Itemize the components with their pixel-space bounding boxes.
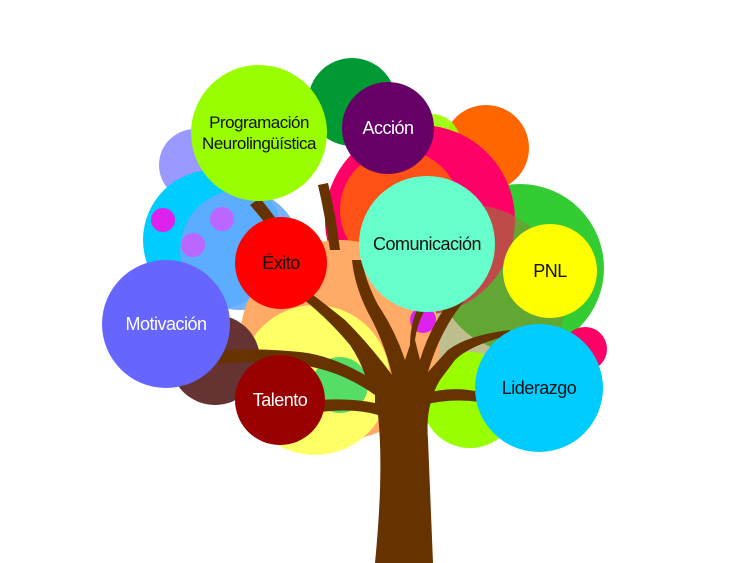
- concept-pnl: PNL: [503, 224, 597, 318]
- label-text: Liderazgo: [501, 377, 577, 398]
- label-text: Talento: [252, 389, 308, 410]
- label-text: Comunicación: [372, 233, 482, 254]
- decorative-circle: [210, 207, 234, 231]
- concept-liderazgo: Liderazgo: [475, 324, 603, 452]
- concept-talento: Talento: [235, 355, 325, 445]
- label-text: PNL: [533, 260, 567, 281]
- decorative-circle: [181, 233, 205, 257]
- label-line: Neurolingüística: [202, 134, 316, 153]
- label-line: Programación: [209, 112, 309, 132]
- concept-comunicacion: Comunicación: [359, 176, 495, 312]
- decorative-circle: [151, 208, 175, 232]
- concept-accion: Acción: [342, 82, 434, 174]
- concept-motivacion: Motivación: [102, 260, 230, 388]
- label-text: Acción: [362, 117, 414, 138]
- label-text: Motivación: [125, 313, 207, 334]
- concept-exito: Éxito: [235, 217, 327, 309]
- label-text: Éxito: [262, 252, 300, 273]
